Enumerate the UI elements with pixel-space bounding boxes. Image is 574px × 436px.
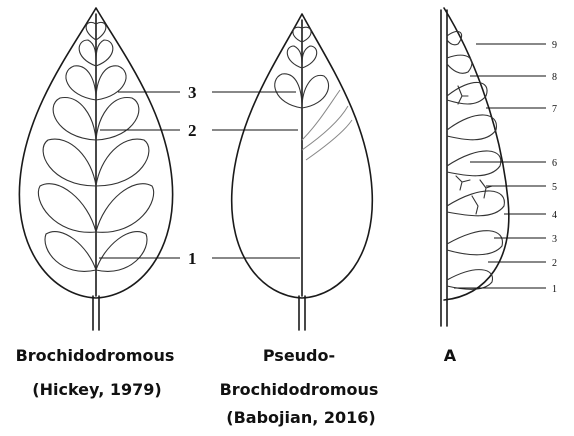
secondary-vein-loops	[275, 27, 352, 160]
half-leaf-a	[441, 8, 509, 326]
brochidodromous-leaders: 3 2 1	[99, 83, 300, 268]
label-4: 4	[552, 210, 557, 221]
pseudo-title-line1: Pseudo-	[244, 346, 354, 365]
a-title: A	[430, 346, 470, 365]
pseudo-title-line2: Brochidodromous	[214, 380, 384, 399]
label-7: 7	[552, 104, 557, 115]
label-1: 1	[188, 249, 197, 268]
brochidodromous-citation: (Hickey, 1979)	[12, 380, 182, 399]
a-leaders: 9 8 7 6 5 4 3 2 1	[454, 40, 557, 295]
label-3: 3	[188, 83, 197, 102]
label-3: 3	[552, 234, 557, 245]
label-1: 1	[552, 284, 557, 295]
pseudo-brochidodromous-leaf	[232, 14, 373, 330]
label-2: 2	[552, 258, 557, 269]
label-6: 6	[552, 158, 557, 169]
petiole	[441, 10, 447, 326]
label-5: 5	[552, 182, 557, 193]
label-8: 8	[552, 72, 557, 83]
petiole	[93, 296, 99, 330]
brochidodromous-title: Brochidodromous	[10, 346, 180, 365]
petiole	[299, 296, 305, 330]
pseudo-citation: (Babojian, 2016)	[216, 408, 386, 427]
label-2: 2	[188, 121, 197, 140]
brochidodromous-leaf	[19, 8, 172, 330]
label-9: 9	[552, 40, 557, 51]
leaf-outline	[444, 8, 509, 300]
